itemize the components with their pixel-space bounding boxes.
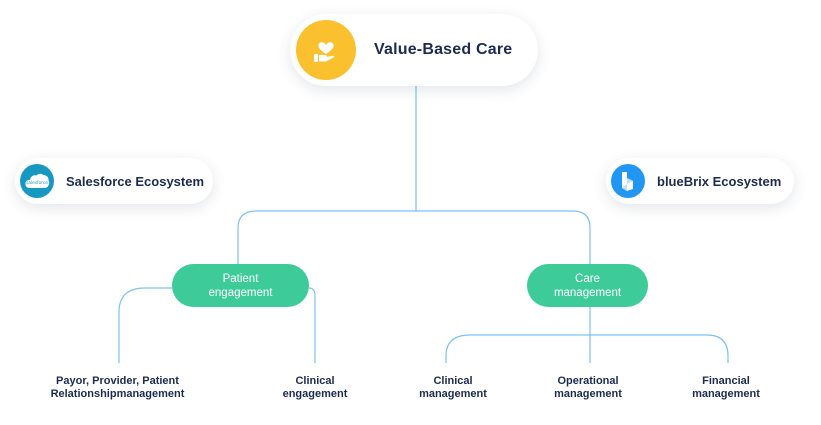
salesforce-logo-text: salesforce [26, 180, 48, 186]
leaf-clinical-management-line1: Clinical [433, 375, 473, 387]
leaf-financial-management-line2: management [692, 388, 760, 400]
salesforce-ecosystem-node: salesforce Salesforce Ecosystem [15, 158, 213, 204]
hand-heart-icon [314, 42, 335, 62]
patient-engagement-line2: engagement [208, 286, 273, 299]
leaf-clinical-management-line2: management [419, 388, 487, 400]
salesforce-icon-circle: salesforce [20, 164, 54, 198]
leaf-payor-provider-patient: Payor, Provider, Patient Relationshipman… [40, 375, 195, 401]
leaf-financial-management: Financial management [676, 375, 776, 401]
connector-patient-left [118, 287, 172, 363]
connector-patient-right [308, 287, 316, 363]
value-based-care-node: Value-Based Care [290, 14, 538, 86]
bluebrix-logo-icon [622, 172, 633, 191]
leaf-clinical-engagement-line1: Clinical [295, 375, 335, 387]
leaf-payor-line2: Relationshipmanagement [50, 388, 185, 400]
salesforce-node-label: Salesforce Ecosystem [66, 173, 205, 189]
care-management-line1: Care [575, 272, 600, 285]
main-icon-circle [296, 20, 356, 80]
bluebrix-ecosystem-node: blueBrix Ecosystem [606, 158, 794, 204]
leaf-payor-line1: Payor, Provider, Patient [56, 375, 179, 387]
connector-care-bar [445, 334, 729, 363]
patient-engagement-node: Patient engagement [172, 264, 309, 307]
patient-engagement-line1: Patient [222, 272, 259, 285]
leaf-clinical-engagement-line2: engagement [282, 388, 348, 400]
leaf-operational-management-line2: management [554, 388, 622, 400]
leaf-operational-management-line1: Operational [557, 375, 619, 387]
leaf-operational-management: Operational management [538, 375, 638, 401]
salesforce-cloud-icon: salesforce [25, 173, 50, 188]
leaf-financial-management-line1: Financial [702, 375, 750, 387]
main-node-label: Value-Based Care [374, 41, 513, 58]
care-management-node: Care management [527, 264, 648, 307]
care-management-line2: management [553, 286, 622, 299]
bluebrix-node-label: blueBrix Ecosystem [657, 173, 782, 189]
bluebrix-icon-circle [611, 164, 645, 198]
leaf-clinical-management: Clinical management [403, 375, 503, 401]
connector-branch-bar [237, 210, 591, 264]
leaf-clinical-engagement: Clinical engagement [265, 375, 365, 401]
